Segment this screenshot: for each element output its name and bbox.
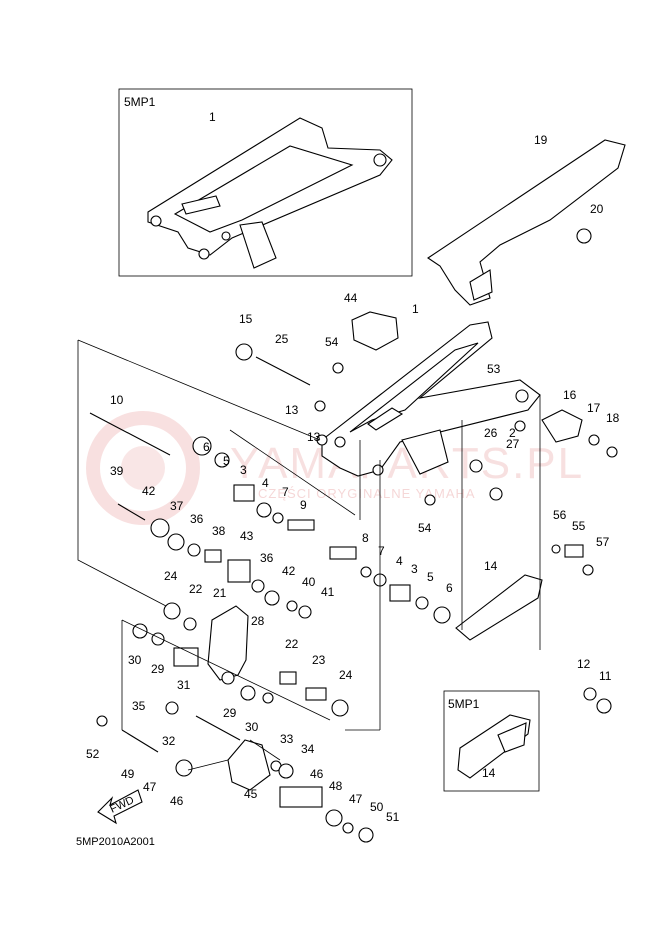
- callout-label: 57: [596, 535, 610, 549]
- callout-label: 55: [572, 519, 586, 533]
- callout-label: 24: [339, 668, 353, 682]
- callout-label: 35: [132, 699, 146, 713]
- callout-label: 11: [599, 669, 612, 683]
- callout-label: 26: [484, 426, 498, 440]
- callout-label: 47: [349, 792, 363, 806]
- callout-label: 4: [396, 554, 403, 568]
- callout-label: 29: [223, 706, 237, 720]
- callout-label: 54: [418, 521, 432, 535]
- callout-label: 27: [506, 437, 520, 451]
- callout-label: 43: [240, 529, 254, 543]
- swingarm-main: [316, 321, 541, 477]
- callout-label: 36: [260, 551, 274, 565]
- callout-label: 10: [110, 393, 124, 407]
- callout-label: 1: [209, 110, 216, 124]
- chain-guide: [455, 574, 543, 641]
- callout-label: 18: [606, 411, 620, 425]
- callout-label: 5: [427, 570, 434, 584]
- callout-label: 36: [190, 512, 204, 526]
- callout-label: 25: [275, 332, 289, 346]
- callout-label: 2: [509, 426, 516, 440]
- callout-label: 54: [325, 335, 339, 349]
- inset-bottom: 5MP1: [443, 690, 540, 792]
- callout-labels: 1 1 2 3 3 4 4 5 5 6 6 7 7 8 9 10 11 12 1…: [86, 110, 620, 824]
- callout-label: 14: [482, 766, 496, 780]
- callout-label: 41: [321, 585, 335, 599]
- callout-label: 20: [590, 202, 604, 216]
- callout-label: 7: [378, 544, 385, 558]
- callout-label: 42: [142, 484, 156, 498]
- callout-label: 39: [110, 464, 124, 478]
- callout-label: 21: [213, 586, 227, 600]
- callout-label: 51: [386, 810, 400, 824]
- callout-label: 23: [312, 653, 326, 667]
- fwd-arrow: FWD: [97, 789, 143, 825]
- diagram-code: 5MP2010A2001: [76, 836, 155, 848]
- callout-label: 22: [285, 637, 299, 651]
- callout-label: 28: [251, 614, 265, 628]
- callout-label: 34: [301, 742, 315, 756]
- callout-label: 52: [86, 747, 100, 761]
- callout-label: 38: [212, 524, 226, 538]
- inset-top-title: 5MP1: [124, 95, 156, 109]
- callout-label: 37: [170, 499, 184, 513]
- swingarm-inset-top: [147, 117, 393, 269]
- callout-label: 24: [164, 569, 178, 583]
- callout-label: 15: [239, 312, 253, 326]
- callout-label: 14: [484, 559, 498, 573]
- callout-label: 9: [300, 498, 307, 512]
- chain-cover: [427, 139, 626, 306]
- leader-lines: [77, 339, 541, 771]
- watermark-sub: CZĘŚCI ORYGINALNE YAMAHA: [258, 486, 476, 501]
- callout-label: 56: [553, 508, 567, 522]
- inset-bottom-title: 5MP1: [448, 697, 480, 711]
- callout-label: 44: [344, 291, 358, 305]
- callout-label: 13: [307, 430, 321, 444]
- callout-label: 6: [446, 581, 453, 595]
- callout-label: 13: [285, 403, 299, 417]
- callout-label: 16: [563, 388, 577, 402]
- callout-label: 12: [577, 657, 591, 671]
- callout-label: 4: [262, 476, 269, 490]
- callout-label: 19: [534, 133, 548, 147]
- callout-label: 1: [412, 302, 419, 316]
- callout-label: 40: [302, 575, 316, 589]
- callout-label: 47: [143, 780, 157, 794]
- callout-label: 53: [487, 362, 501, 376]
- callout-label: 3: [240, 463, 247, 477]
- callout-label: 50: [370, 800, 384, 814]
- callout-label: 3: [411, 562, 418, 576]
- callout-label: 42: [282, 564, 296, 578]
- callout-label: 46: [310, 767, 324, 781]
- callout-label: 7: [282, 485, 289, 499]
- callout-label: 46: [170, 794, 184, 808]
- callout-label: 48: [329, 779, 343, 793]
- callout-label: 8: [362, 531, 369, 545]
- callout-label: 33: [280, 732, 294, 746]
- callout-label: 45: [244, 787, 258, 801]
- callout-label: 30: [128, 653, 142, 667]
- rubber-cap: [351, 311, 399, 351]
- callout-label: 49: [121, 767, 135, 781]
- callout-label: 29: [151, 662, 165, 676]
- callout-label: 5: [223, 454, 230, 468]
- callout-label: 22: [189, 582, 203, 596]
- callout-label: 31: [177, 678, 191, 692]
- callout-label: 30: [245, 720, 259, 734]
- callout-label: 6: [203, 440, 210, 454]
- callout-label: 17: [587, 401, 601, 415]
- inset-top: 5MP1: [118, 88, 413, 277]
- callout-label: 32: [162, 734, 176, 748]
